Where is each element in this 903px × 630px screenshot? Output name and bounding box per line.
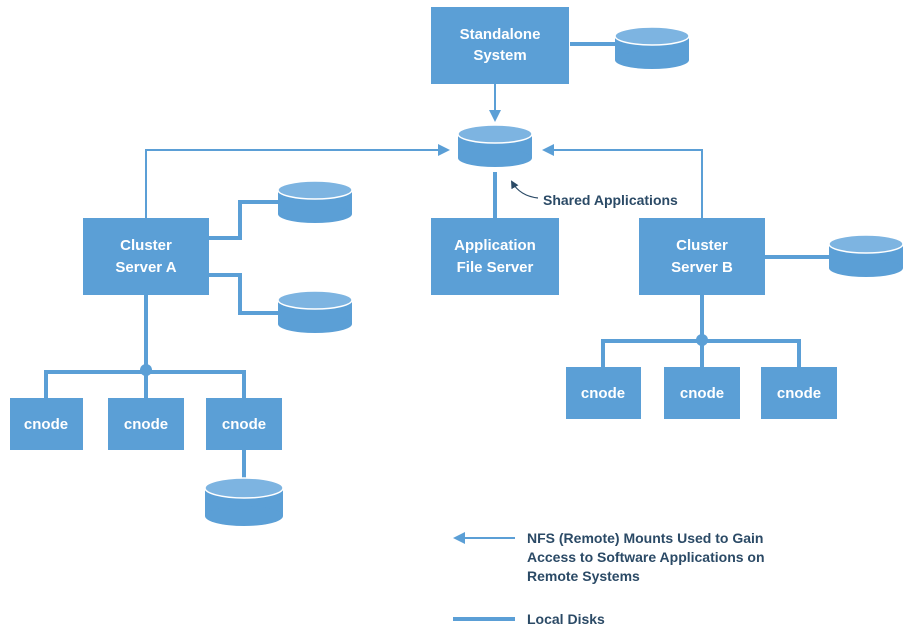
legend-nfs-line2: Access to Software Applications on — [527, 549, 765, 565]
disk-server-b — [828, 234, 903, 277]
disk-shared-applications — [457, 124, 533, 167]
cnode-b1-label: cnode — [581, 385, 625, 402]
cnode-a3-label: cnode — [222, 416, 266, 433]
cnode-b3-label: cnode — [777, 385, 821, 402]
cnode-a2-label: cnode — [124, 416, 168, 433]
cnode-a1: cnode — [10, 398, 83, 450]
cnode-b1: cnode — [566, 367, 641, 419]
legend-nfs-line3: Remote Systems — [527, 568, 640, 584]
legend-nfs-line1: NFS (Remote) Mounts Used to Gain — [527, 530, 763, 546]
server-b-nfs-link — [542, 144, 703, 218]
legend-local-disks-label: Local Disks — [527, 611, 605, 627]
cnode-b3: cnode — [761, 367, 837, 419]
server-a-label-line2: Server A — [115, 259, 176, 276]
cluster-server-b-box: Cluster Server B — [639, 218, 765, 295]
cnode-b2: cnode — [664, 367, 740, 419]
server-a-nfs-link — [145, 144, 450, 218]
cnode-a3: cnode — [206, 398, 282, 450]
cnode-a1-label: cnode — [24, 416, 68, 433]
server-b-label-line1: Cluster — [676, 237, 728, 254]
cnode-a2: cnode — [108, 398, 184, 450]
cluster-server-a-box: Cluster Server A — [83, 218, 209, 295]
disk-cnode — [204, 477, 284, 526]
cnode-b2-label: cnode — [680, 385, 724, 402]
server-a-junction — [140, 364, 152, 376]
server-b-label-line2: Server B — [671, 259, 733, 276]
shared-applications-label: Shared Applications — [543, 192, 678, 208]
server-a-disk1-link — [209, 200, 278, 240]
standalone-system-box: Standalone System — [431, 7, 569, 84]
server-a-disk2-link — [209, 273, 278, 315]
app-server-label-line2: File Server — [457, 259, 534, 276]
server-a-label-line1: Cluster — [120, 237, 172, 254]
legend: NFS (Remote) Mounts Used to Gain Access … — [453, 530, 765, 627]
application-file-server-box: Application File Server — [431, 218, 559, 295]
disk-standalone — [614, 26, 690, 69]
standalone-label-line1: Standalone — [460, 26, 541, 43]
disk-server-a-1 — [277, 180, 353, 223]
app-server-label-line1: Application — [454, 237, 536, 254]
standalone-label-line2: System — [473, 47, 526, 64]
disk-server-a-2 — [277, 290, 353, 333]
server-b-junction — [696, 334, 708, 346]
shared-applications-pointer — [511, 180, 539, 199]
